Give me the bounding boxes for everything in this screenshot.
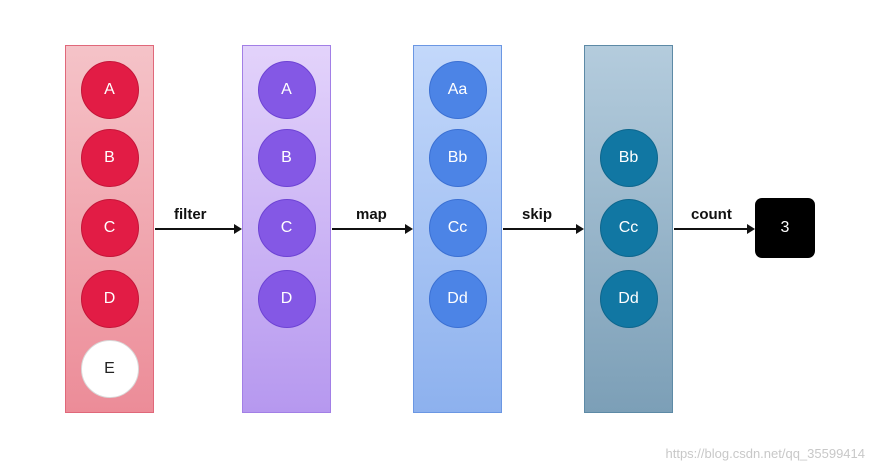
skip-op-label: skip [522,206,553,223]
skip-item-dd: Dd [599,270,658,328]
filter-arrow-icon [155,224,242,234]
watermark-text: https://blog.csdn.net/qq_35599414 [665,446,866,461]
map-arrow-icon [332,224,413,234]
skip-item-cc: Cc [599,199,658,257]
filter-item-c: C [257,199,316,257]
map-item-dd: Dd [428,270,487,328]
filter-item-d: D [257,270,316,328]
map-op-label: map [356,206,387,223]
filter-item-a: A [257,61,316,119]
source-item-c: C [80,199,139,257]
map-stream-column: Aa Bb Cc Dd [413,45,502,413]
source-item-e: E [80,340,139,398]
filter-item-b: B [257,129,316,187]
source-item-a: A [80,61,139,119]
skip-stream-column: Bb Cc Dd [584,45,673,413]
filter-stream-column: A B C D [242,45,331,413]
source-item-b: B [80,129,139,187]
skip-arrow-icon [503,224,584,234]
map-item-cc: Cc [428,199,487,257]
map-item-bb: Bb [428,129,487,187]
map-item-aa: Aa [428,61,487,119]
count-op-label: count [691,206,732,223]
count-result-box: 3 [755,198,815,258]
source-stream-column: A B C D E [65,45,154,413]
count-arrow-icon [674,224,755,234]
filter-op-label: filter [174,206,207,223]
skip-item-bb: Bb [599,129,658,187]
source-item-d: D [80,270,139,328]
